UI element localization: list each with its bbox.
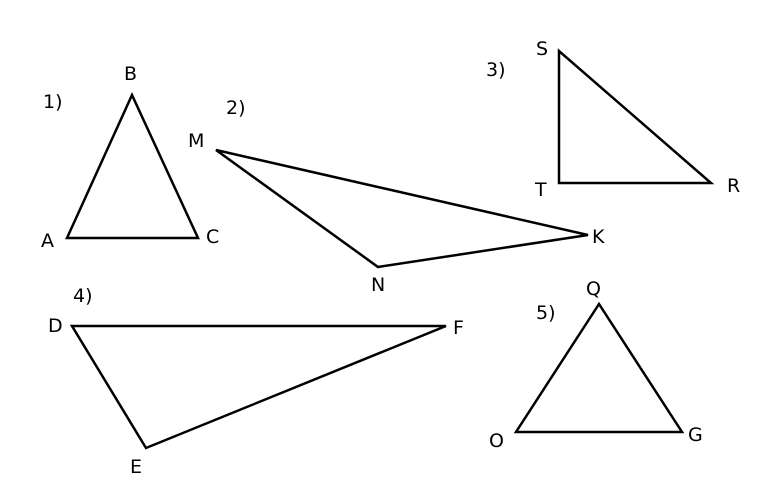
vertex-label-d: D bbox=[48, 315, 63, 337]
triangle-4-number: 4) bbox=[73, 285, 93, 307]
triangle-3-shape bbox=[557, 48, 715, 185]
triangle-1: 1) A B C bbox=[41, 63, 219, 252]
triangle-4-shape bbox=[69, 324, 447, 450]
vertex-label-b: B bbox=[124, 63, 137, 85]
triangle-5-number: 5) bbox=[536, 302, 556, 324]
vertex-label-g: G bbox=[688, 424, 703, 446]
triangle-2: 2) M K N bbox=[188, 97, 605, 296]
triangle-5-shape bbox=[513, 301, 685, 434]
triangle-3: 3) S T R bbox=[486, 38, 740, 201]
vertex-label-o: O bbox=[489, 430, 504, 452]
vertex-label-t: T bbox=[534, 179, 547, 201]
vertex-label-m: M bbox=[188, 130, 204, 152]
vertex-label-r: R bbox=[727, 175, 740, 197]
triangle-5: 5) Q O G bbox=[489, 278, 703, 452]
triangle-3-number: 3) bbox=[486, 59, 506, 81]
vertex-label-s: S bbox=[536, 38, 548, 60]
vertex-label-q: Q bbox=[586, 278, 601, 300]
vertex-label-e: E bbox=[130, 456, 142, 478]
vertex-label-f: F bbox=[453, 317, 464, 339]
vertex-label-k: K bbox=[592, 226, 605, 248]
triangle-4: 4) D F E bbox=[48, 285, 464, 478]
triangle-1-number: 1) bbox=[43, 91, 63, 113]
vertex-label-n: N bbox=[371, 274, 385, 296]
triangle-2-number: 2) bbox=[226, 97, 246, 119]
triangle-2-shape bbox=[215, 148, 589, 269]
vertex-label-a: A bbox=[41, 230, 54, 252]
vertex-label-c: C bbox=[206, 226, 219, 248]
triangle-1-shape bbox=[65, 91, 200, 240]
